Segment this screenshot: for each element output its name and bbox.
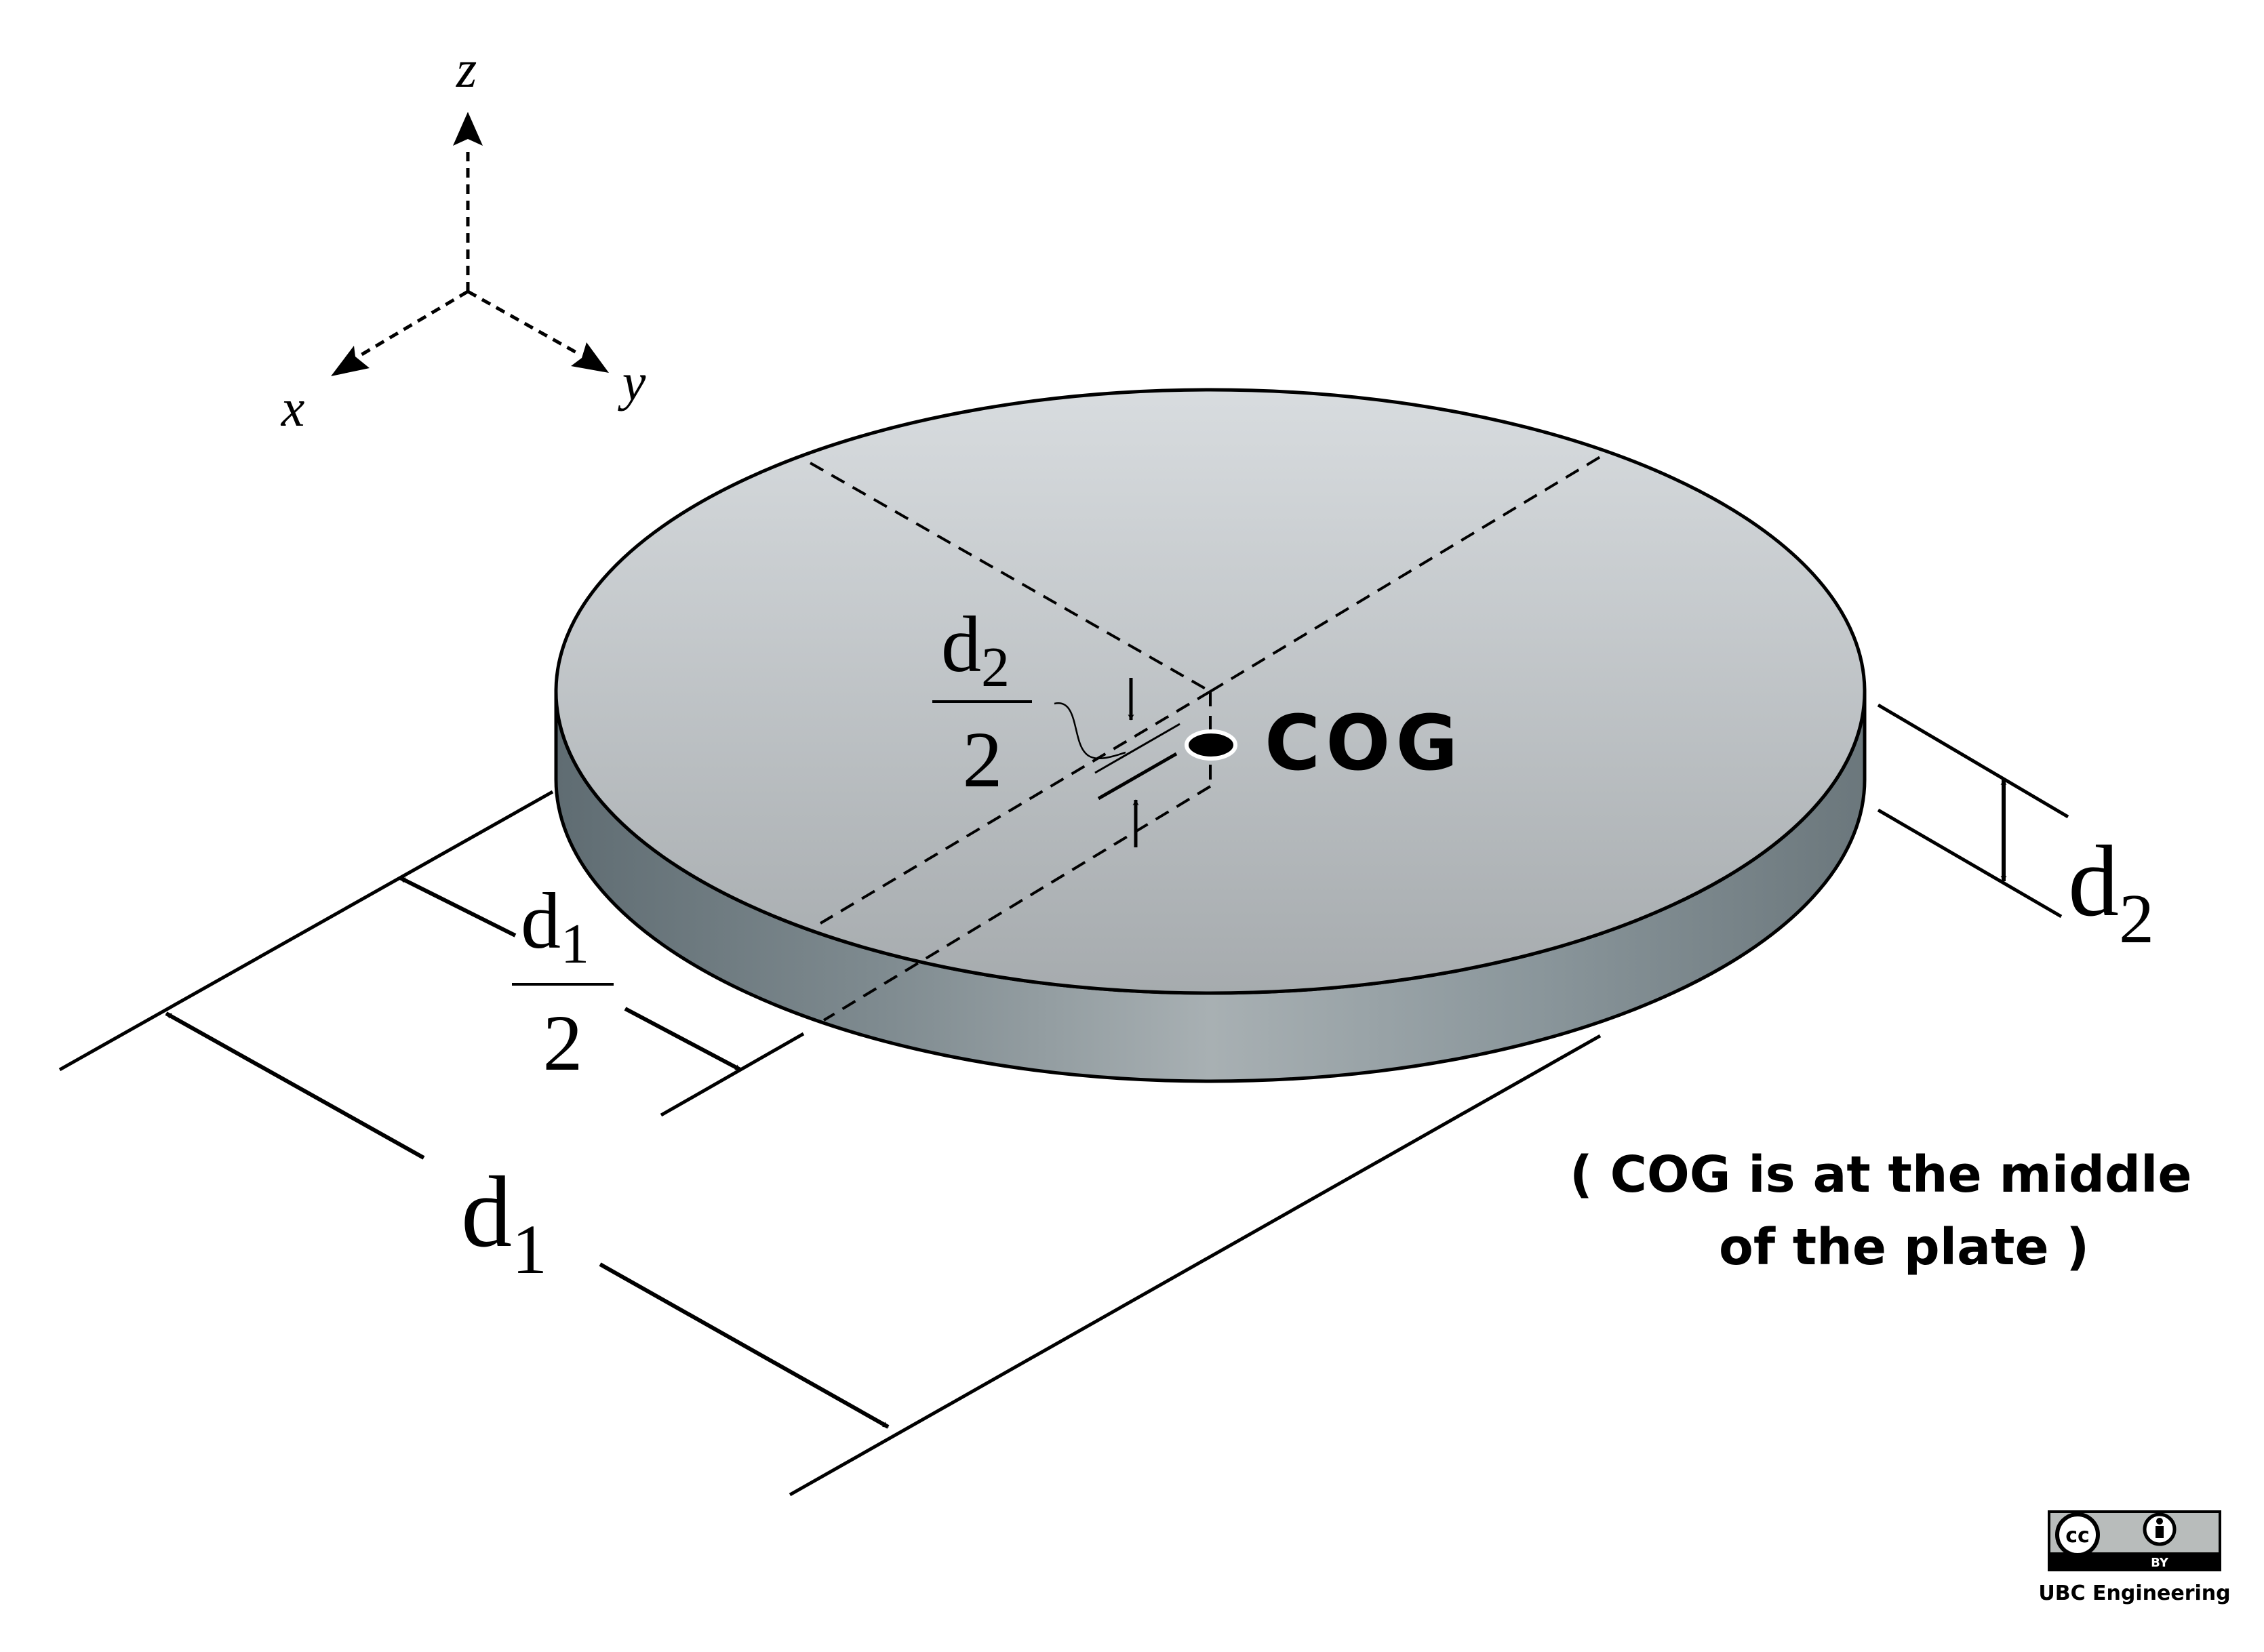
x-axis [331,289,469,376]
d1-dimension: d1 2 d1 [58,790,1602,1497]
note-line-2: of the plate ) [1719,1218,2089,1276]
cc-icon [2055,1512,2100,1557]
extension-line-left [58,790,554,1072]
z-axis [453,112,483,291]
leader-line [1054,702,1126,760]
d2-half-dimension: d2 2 [932,600,1180,847]
x-axis-label: x [281,378,305,437]
cog-label: COG [1265,700,1463,788]
d2-label: d2 [2068,825,2154,958]
extension-line-middle [660,1032,805,1117]
x-arrow-icon [331,346,370,376]
cog-note: ( COG is at the middle of the plate ) [1570,1146,2192,1276]
d2-half-denominator: 2 [963,715,1003,804]
d1-half-denominator: 2 [543,999,583,1087]
license-credit: UBC Engineering [2038,1582,2230,1605]
extension-line-right [789,1034,1602,1497]
z-arrow-icon [453,112,483,146]
note-line-1: ( COG is at the middle [1570,1146,2192,1204]
axes-group: z x y [281,39,646,437]
license-badge: cc BY UBC Engineering [2038,1510,2231,1605]
y-axis [466,289,609,373]
d1-half-numerator: d1 [521,877,589,975]
by-label: BY [2151,1556,2169,1570]
centerlines [810,451,1608,1022]
cc-icon-text: cc [2065,1524,2090,1548]
plate [554,388,1867,1083]
d1-label: d1 [461,1156,547,1289]
y-arrow-icon [571,342,609,373]
d2-half-numerator: d2 [941,600,1010,699]
cog-marker-icon [1185,729,1237,761]
d2-dimension: d2 [1877,703,2154,958]
attribution-icon [2143,1512,2177,1546]
y-axis-label: y [618,352,646,411]
z-axis-label: z [456,39,477,98]
